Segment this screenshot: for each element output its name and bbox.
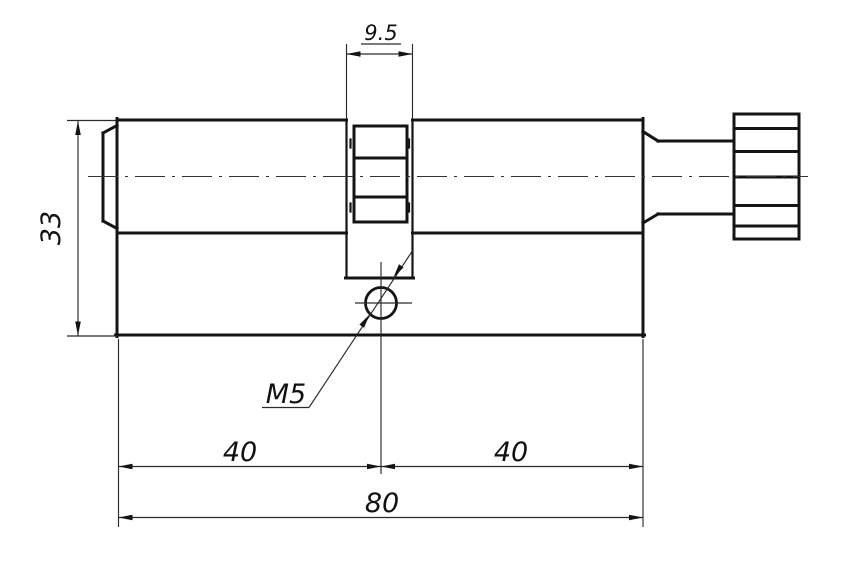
dimension-arrowhead: [346, 51, 361, 57]
dimension-cam-width: 9.5: [345, 21, 414, 119]
total-length-value: 80: [365, 488, 399, 519]
neck-chamfer-bottom: [640, 211, 661, 226]
thread-label: M5: [266, 379, 306, 410]
dimension-arrowhead: [118, 463, 133, 470]
dimension-arrowhead: [629, 463, 643, 470]
plug-chamfer-bottom: [100, 218, 120, 231]
neck-chamfer-top: [640, 129, 661, 144]
dimension-body-height: 33: [36, 119, 116, 337]
dimension-arrowhead: [75, 321, 81, 336]
left-half-length-value: 40: [223, 437, 257, 468]
plug-chamfer-top: [100, 123, 120, 136]
dimension-arrowhead: [118, 514, 133, 521]
dimension-arrowhead: [75, 121, 81, 135]
cylinder-body-outline: [114, 117, 646, 338]
cam-slot: [344, 118, 415, 280]
dimension-lengths: 40 40 80: [117, 339, 644, 527]
m5-leader: M5: [262, 249, 414, 410]
cam-width-value: 9.5: [364, 21, 397, 45]
body-height-value: 33: [36, 211, 67, 245]
thumbturn-neck: [640, 129, 736, 226]
dimension-arrowhead: [381, 463, 395, 470]
cam-gear: [349, 124, 411, 224]
m5-hole: [355, 262, 412, 474]
dimension-arrowhead: [629, 514, 643, 521]
right-half-length-value: 40: [494, 437, 528, 468]
leader-line: [308, 249, 414, 408]
cam-outline: [352, 124, 409, 224]
dimension-arrowhead: [398, 51, 413, 57]
dimension-arrowhead: [367, 463, 381, 470]
